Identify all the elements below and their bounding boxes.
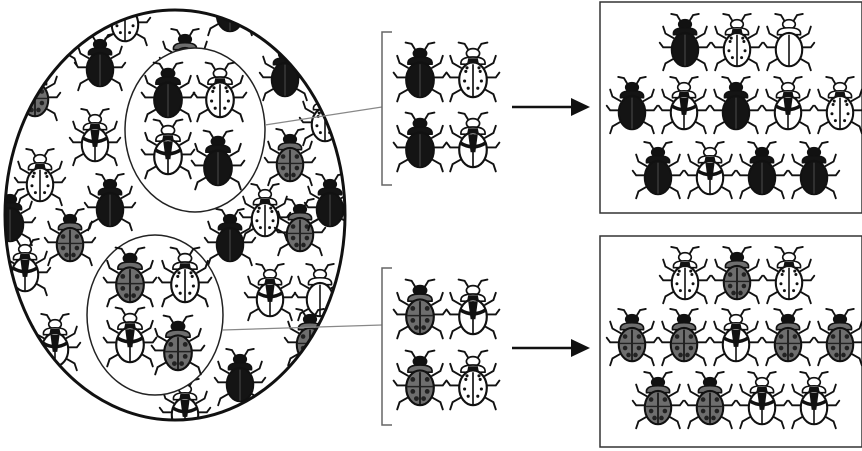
beetle-icon	[447, 280, 500, 339]
beetle-icon	[260, 44, 311, 100]
arrow-right-icon	[512, 98, 590, 116]
beetle-icon	[245, 264, 296, 320]
beetle-icon	[70, 109, 121, 165]
sample-circle-1	[125, 48, 265, 212]
sample-bracket-2	[382, 268, 392, 425]
beetle-icon	[447, 113, 500, 172]
sample-bracket-1	[382, 32, 392, 185]
beetle-icon	[30, 9, 81, 65]
beetle-icon	[100, 0, 151, 45]
beetle-icon	[15, 149, 66, 205]
beetle-icon	[447, 351, 500, 410]
sample-circle-2	[87, 235, 223, 395]
beetle-icon	[215, 349, 266, 405]
beetle-icon	[394, 43, 447, 102]
beetle-icon	[394, 280, 447, 339]
beetle-icon	[305, 174, 356, 230]
beetle-icon	[447, 43, 500, 102]
beetle-icon	[45, 209, 96, 265]
arrow-right-icon	[512, 339, 590, 357]
sample-bracket-1-beetles	[394, 43, 500, 172]
beetle-icon	[394, 351, 447, 410]
sample-bracket-2-beetles	[394, 280, 500, 410]
beetle-icon	[394, 113, 447, 172]
